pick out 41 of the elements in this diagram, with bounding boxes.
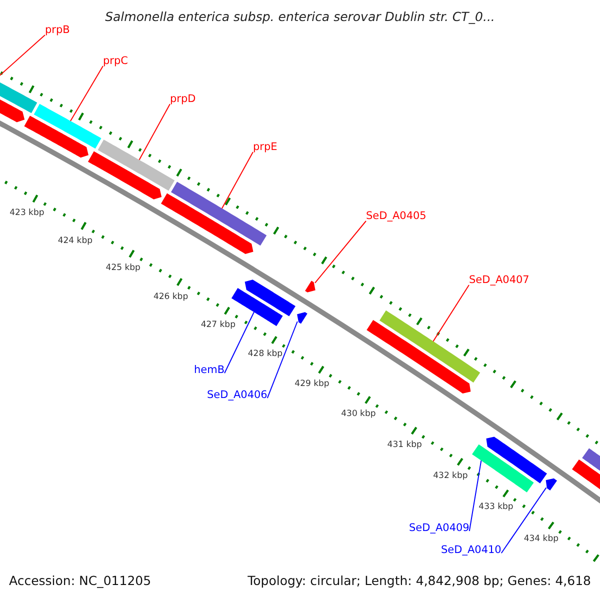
leader-line [500,487,547,554]
gene-label: prpE [253,141,278,154]
footer-text: Accession: NC_011205 [9,573,152,588]
scale-label: 424 kbp [58,236,92,246]
scale-label: 434 kbp [524,534,558,544]
gene-label: SeD_A0409 [409,522,470,535]
gene-feature [305,280,316,292]
footer-text: Topology: circular; Length: 4,842,908 bp; Genes: 4,618 [248,573,591,588]
gene-label: SeD_A0405 [366,210,426,223]
gene-feature [34,104,102,149]
scale-label: 425 kbp [106,263,140,274]
gene-feature [472,444,534,492]
scale-label: 428 kbp [248,349,283,360]
scale-label: 433 kbp [478,502,514,512]
scale-label: 431 kbp [387,440,422,450]
scale-label: 423 kbp [10,208,44,218]
scale-label: 427 kbp [200,320,236,330]
gene-feature [98,140,175,191]
scale-label: 430 kbp [341,409,376,420]
gene-label: prpC [103,55,128,68]
gene-label: prpB [45,24,70,37]
gene-feature [380,310,480,383]
leader-line [468,460,482,532]
gene-label: hemB [194,364,225,377]
title: Salmonella enterica subsp. enterica serovar Dublin str. CT_0... [104,9,496,24]
leader-line [224,312,254,374]
leader-line [314,220,366,284]
scale-label: 429 kbp [294,379,330,390]
gene-feature [297,312,308,324]
gene-label: SeD_A0410 [441,544,502,557]
gene-label: SeD_A0407 [469,274,530,287]
scale-label: 426 kbp [153,292,188,302]
leader-line [70,66,104,122]
leader-line [432,284,470,342]
gene-feature [171,182,267,246]
gene-label: prpD [170,93,196,106]
leader-line [138,104,170,160]
leader-line [221,152,254,209]
gene-feature [546,478,558,490]
gene-label: SeD_A0406 [207,389,268,402]
leader-line [266,321,298,399]
